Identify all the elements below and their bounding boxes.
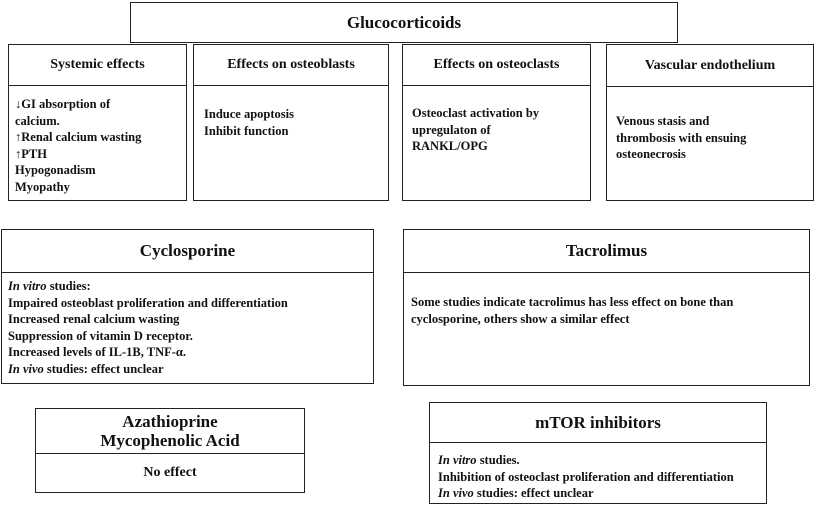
- glucocorticoids-title-box: Glucocorticoids: [130, 2, 678, 43]
- cyclosporine-effect-line: Suppression of vitamin D receptor.: [8, 328, 193, 343]
- systemic-effect-line: calcium.: [15, 113, 60, 128]
- osteoclast-effect-line: RANKL/OPG: [412, 139, 488, 153]
- systemic-effects-box: Systemic effects ↓GI absorption of calci…: [8, 44, 187, 201]
- tacrolimus-text-line: cyclosporine, others show a similar effe…: [411, 311, 630, 326]
- vascular-endothelium-body: Venous stasis and thrombosis with ensuin…: [607, 87, 813, 200]
- vascular-endothelium-box: Vascular endothelium Venous stasis and t…: [606, 44, 814, 201]
- azathioprine-heading-line: Azathioprine: [122, 412, 218, 431]
- systemic-effect-line: ↑Renal calcium wasting: [15, 130, 142, 144]
- osteoclast-effect-line: Osteoclast activation by: [412, 106, 540, 120]
- in-vivo-suffix: studies: effect unclear: [473, 486, 594, 500]
- systemic-effects-body: ↓GI absorption of calcium. ↑Renal calciu…: [9, 86, 186, 200]
- osteoblast-effect-line: Inhibit function: [204, 123, 289, 138]
- azathioprine-body: No effect: [36, 454, 304, 492]
- cyclosporine-heading: Cyclosporine: [2, 230, 373, 273]
- mtor-in-vitro-line: In vitro studies.: [438, 452, 766, 469]
- in-vivo-label: In vivo: [438, 486, 474, 500]
- in-vivo-label: In vivo: [8, 361, 44, 376]
- in-vitro-label: In vitro: [438, 453, 477, 467]
- osteoblasts-effects-box: Effects on osteoblasts Induce apoptosis …: [193, 44, 389, 201]
- vascular-effect-line: osteonecrosis: [616, 147, 686, 161]
- tacrolimus-text-line: Some studies indicate tacrolimus has les…: [411, 295, 734, 309]
- cyclosporine-box: Cyclosporine In vitro studies: Impaired …: [1, 229, 374, 384]
- vascular-effect-line: Venous stasis and: [616, 114, 710, 128]
- mtor-inhibitors-box: mTOR inhibitors In vitro studies. Inhibi…: [429, 402, 767, 504]
- systemic-effects-heading: Systemic effects: [9, 45, 186, 86]
- mtor-in-vivo-line: In vivo studies: effect unclear: [438, 485, 766, 502]
- mtor-inhibitors-body: In vitro studies. Inhibition of osteocla…: [430, 443, 766, 503]
- systemic-effect-line: ↓GI absorption of: [15, 97, 111, 111]
- tacrolimus-body: Some studies indicate tacrolimus has les…: [404, 273, 809, 385]
- cyclosporine-in-vitro-line: In vitro studies:: [8, 278, 373, 295]
- systemic-effect-line: Myopathy: [15, 179, 70, 194]
- cyclosporine-effect-line: Increased levels of IL-1B, TNF-α.: [8, 345, 187, 359]
- cyclosporine-effect-line: Increased renal calcium wasting: [8, 312, 180, 326]
- osteoclasts-effects-box: Effects on osteoclasts Osteoclast activa…: [402, 44, 591, 201]
- azathioprine-box: Azathioprine Mycophenolic Acid No effect: [35, 408, 305, 493]
- glucocorticoids-title: Glucocorticoids: [346, 12, 462, 32]
- in-vitro-suffix: studies.: [476, 453, 520, 467]
- cyclosporine-body: In vitro studies: Impaired osteoblast pr…: [2, 273, 373, 383]
- no-effect-text: No effect: [143, 464, 197, 480]
- systemic-effect-line: ↑PTH: [15, 146, 47, 161]
- in-vitro-label: In vitro: [8, 279, 47, 293]
- cyclosporine-in-vivo-line: In vivo studies: effect unclear: [8, 361, 373, 378]
- cyclosporine-effect-line: Impaired osteoblast proliferation and di…: [8, 295, 288, 310]
- in-vitro-suffix: studies:: [46, 279, 91, 293]
- vascular-endothelium-heading: Vascular endothelium: [607, 45, 813, 87]
- vascular-effect-line: thrombosis with ensuing: [616, 130, 747, 145]
- mtor-inhibitors-heading: mTOR inhibitors: [430, 403, 766, 443]
- osteoclasts-effects-heading: Effects on osteoclasts: [403, 45, 590, 86]
- osteoblasts-effects-body: Induce apoptosis Inhibit function: [194, 86, 388, 200]
- azathioprine-heading: Azathioprine Mycophenolic Acid: [36, 409, 304, 454]
- osteoblast-effect-line: Induce apoptosis: [204, 107, 294, 121]
- mtor-effect-line: Inhibition of osteoclast proliferation a…: [438, 469, 734, 484]
- in-vivo-suffix: studies: effect unclear: [43, 361, 164, 376]
- systemic-effect-line: Hypogonadism: [15, 163, 96, 177]
- tacrolimus-box: Tacrolimus Some studies indicate tacroli…: [403, 229, 810, 386]
- tacrolimus-heading: Tacrolimus: [404, 230, 809, 273]
- osteoclast-effect-line: upregulaton of: [412, 122, 491, 137]
- mycophenolic-acid-heading-line: Mycophenolic Acid: [100, 431, 240, 450]
- osteoclasts-effects-body: Osteoclast activation by upregulaton of …: [403, 86, 590, 200]
- osteoblasts-effects-heading: Effects on osteoblasts: [194, 45, 388, 86]
